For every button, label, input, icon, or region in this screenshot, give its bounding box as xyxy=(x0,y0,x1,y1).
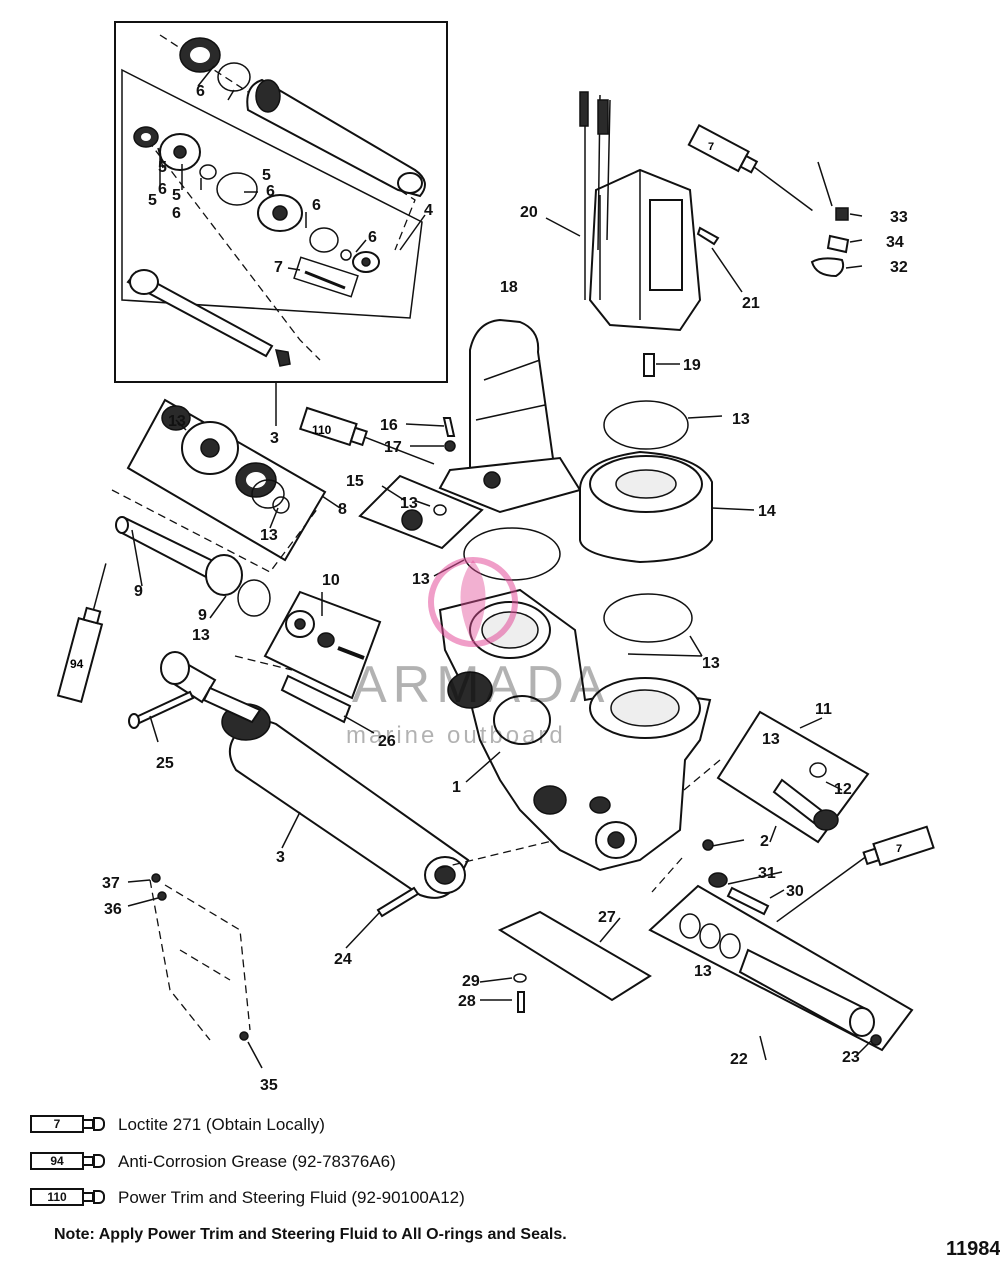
callout-6d: 6 xyxy=(266,183,275,200)
callout-24: 24 xyxy=(334,951,352,968)
tube-icon: 7 xyxy=(30,1113,106,1137)
callout-1: 1 xyxy=(452,779,461,796)
tube-icon: 94 xyxy=(30,1150,106,1174)
callout-3-cylinder: 3 xyxy=(276,849,285,866)
watermark-logo xyxy=(428,557,518,647)
loctite-tube-upper xyxy=(687,123,813,212)
callout-4: 4 xyxy=(424,202,433,219)
callout-5b: 5 xyxy=(148,192,157,209)
callout-33: 33 xyxy=(890,209,908,226)
callout-13-pump-top: 13 xyxy=(732,411,750,428)
tube-icon: 110 xyxy=(30,1186,106,1210)
callout-6c: 6 xyxy=(172,205,181,222)
callout-3-inset: 3 xyxy=(270,430,279,447)
tube-label-110: 110 xyxy=(312,423,332,437)
legend-row-7: 7 Loctite 271 (Obtain Locally) xyxy=(30,1110,325,1140)
pump-motor xyxy=(579,91,702,332)
callout-6e: 6 xyxy=(312,197,321,214)
callout-13-kit22: 13 xyxy=(694,963,712,980)
assembly-note: Note: Apply Power Trim and Steering Flui… xyxy=(54,1226,567,1243)
callout-26: 26 xyxy=(378,733,396,750)
callout-22: 22 xyxy=(730,1051,748,1068)
kit-box-8 xyxy=(126,398,327,562)
callout-18: 18 xyxy=(500,279,518,296)
inset-box-cylinder-kit xyxy=(114,21,448,383)
screw-33 xyxy=(835,207,849,221)
callout-6f: 6 xyxy=(368,229,377,246)
fluid-tube-110 xyxy=(299,406,435,465)
o-ring xyxy=(217,62,251,92)
callout-14: 14 xyxy=(758,503,776,520)
trim-cylinder xyxy=(160,651,470,899)
callout-25: 25 xyxy=(156,755,174,772)
callout-36: 36 xyxy=(104,901,122,918)
callout-31: 31 xyxy=(758,865,776,882)
callout-13-kit15: 13 xyxy=(400,495,418,512)
manual-release-rod xyxy=(118,516,217,580)
callout-9a: 9 xyxy=(134,583,143,600)
bolt-25 xyxy=(132,690,195,726)
callout-13-kit8-top: 13 xyxy=(168,413,186,430)
legend-row-94: 94 Anti-Corrosion Grease (92-78376A6) xyxy=(30,1147,396,1177)
figure-id: 11984 xyxy=(946,1238,1000,1260)
loctite-tube-lower xyxy=(776,825,935,923)
callout-7-inset: 7 xyxy=(274,259,283,276)
watermark-brand: ARMADA xyxy=(352,656,611,714)
callout-13-lower-left: 13 xyxy=(192,627,210,644)
kit-box-15 xyxy=(358,474,484,550)
callout-23: 23 xyxy=(842,1049,860,1066)
callout-11: 11 xyxy=(815,701,832,718)
callout-6b: 6 xyxy=(158,181,167,198)
tube-label-94: 94 xyxy=(70,657,84,671)
callout-5d: 5 xyxy=(262,167,271,184)
callout-37: 37 xyxy=(102,875,120,892)
callout-5c: 5 xyxy=(172,187,181,204)
callout-17: 17 xyxy=(384,439,402,456)
callout-5a: 5 xyxy=(158,159,167,176)
callout-29: 29 xyxy=(462,973,480,990)
callout-13-center: 13 xyxy=(412,571,430,588)
pump-assembly xyxy=(579,450,713,564)
pivot-pin xyxy=(280,674,352,724)
callout-13-right: 13 xyxy=(702,655,720,672)
callout-27: 27 xyxy=(598,909,616,926)
pump-manifold xyxy=(438,588,712,872)
legend-row-110: 110 Power Trim and Steering Fluid (92-90… xyxy=(30,1183,465,1213)
callout-13-kit8-bottom: 13 xyxy=(260,527,278,544)
callout-15: 15 xyxy=(346,473,364,490)
tube-label-7-upper: 7 xyxy=(708,141,714,153)
callout-16: 16 xyxy=(380,417,398,434)
callout-6a: 6 xyxy=(196,83,205,100)
kit-box-10 xyxy=(263,590,382,700)
legend-text: Power Trim and Steering Fluid (92-90100A… xyxy=(118,1188,465,1207)
legend-text: Anti-Corrosion Grease (92-78376A6) xyxy=(118,1152,396,1171)
callout-30: 30 xyxy=(786,883,804,900)
callout-10: 10 xyxy=(322,572,340,589)
callout-2: 2 xyxy=(760,833,769,850)
callout-13-kit11: 13 xyxy=(762,731,780,748)
callout-28: 28 xyxy=(458,993,476,1010)
callout-8: 8 xyxy=(338,501,347,518)
fluid-reservoir xyxy=(438,318,582,514)
kit-box-11 xyxy=(716,710,870,844)
callout-20: 20 xyxy=(520,204,538,221)
large-o-ring xyxy=(216,172,258,206)
callout-12: 12 xyxy=(834,781,852,798)
watermark-subtitle: marine outboard xyxy=(346,722,566,749)
callout-9b: 9 xyxy=(198,607,207,624)
callout-21: 21 xyxy=(742,295,760,312)
callout-32: 32 xyxy=(890,259,908,276)
callout-19: 19 xyxy=(683,357,701,374)
o-ring-13-top xyxy=(603,400,689,450)
callout-34: 34 xyxy=(886,234,904,251)
callout-35: 35 xyxy=(260,1077,278,1094)
grease-tube-94 xyxy=(56,563,107,703)
legend-text: Loctite 271 (Obtain Locally) xyxy=(118,1115,325,1134)
tube-label-7-lower: 7 xyxy=(896,843,902,855)
